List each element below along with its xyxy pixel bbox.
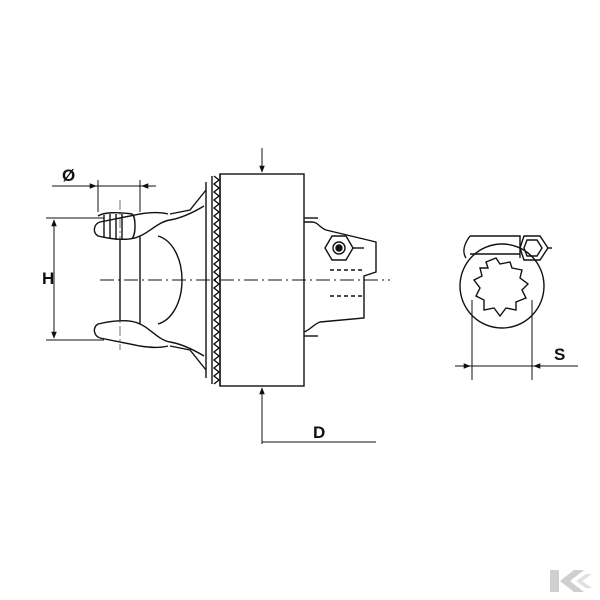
label-diameter: Ø (62, 166, 75, 185)
fork-lower-prong (93, 319, 205, 357)
dimension-height (46, 217, 104, 341)
clamp-hub (303, 221, 377, 333)
brand-logo (550, 570, 592, 592)
label-shaft: S (554, 345, 565, 364)
clamp-ring (459, 235, 552, 329)
pin-detail (103, 214, 123, 240)
splined-bore (472, 257, 530, 318)
clamp-bolt (324, 235, 364, 261)
dimension-diameter (52, 180, 156, 212)
label-depth: D (313, 423, 325, 442)
label-height: H (42, 269, 54, 288)
dimension-hub-diameter (259, 148, 376, 444)
dimension-shaft (455, 300, 578, 380)
